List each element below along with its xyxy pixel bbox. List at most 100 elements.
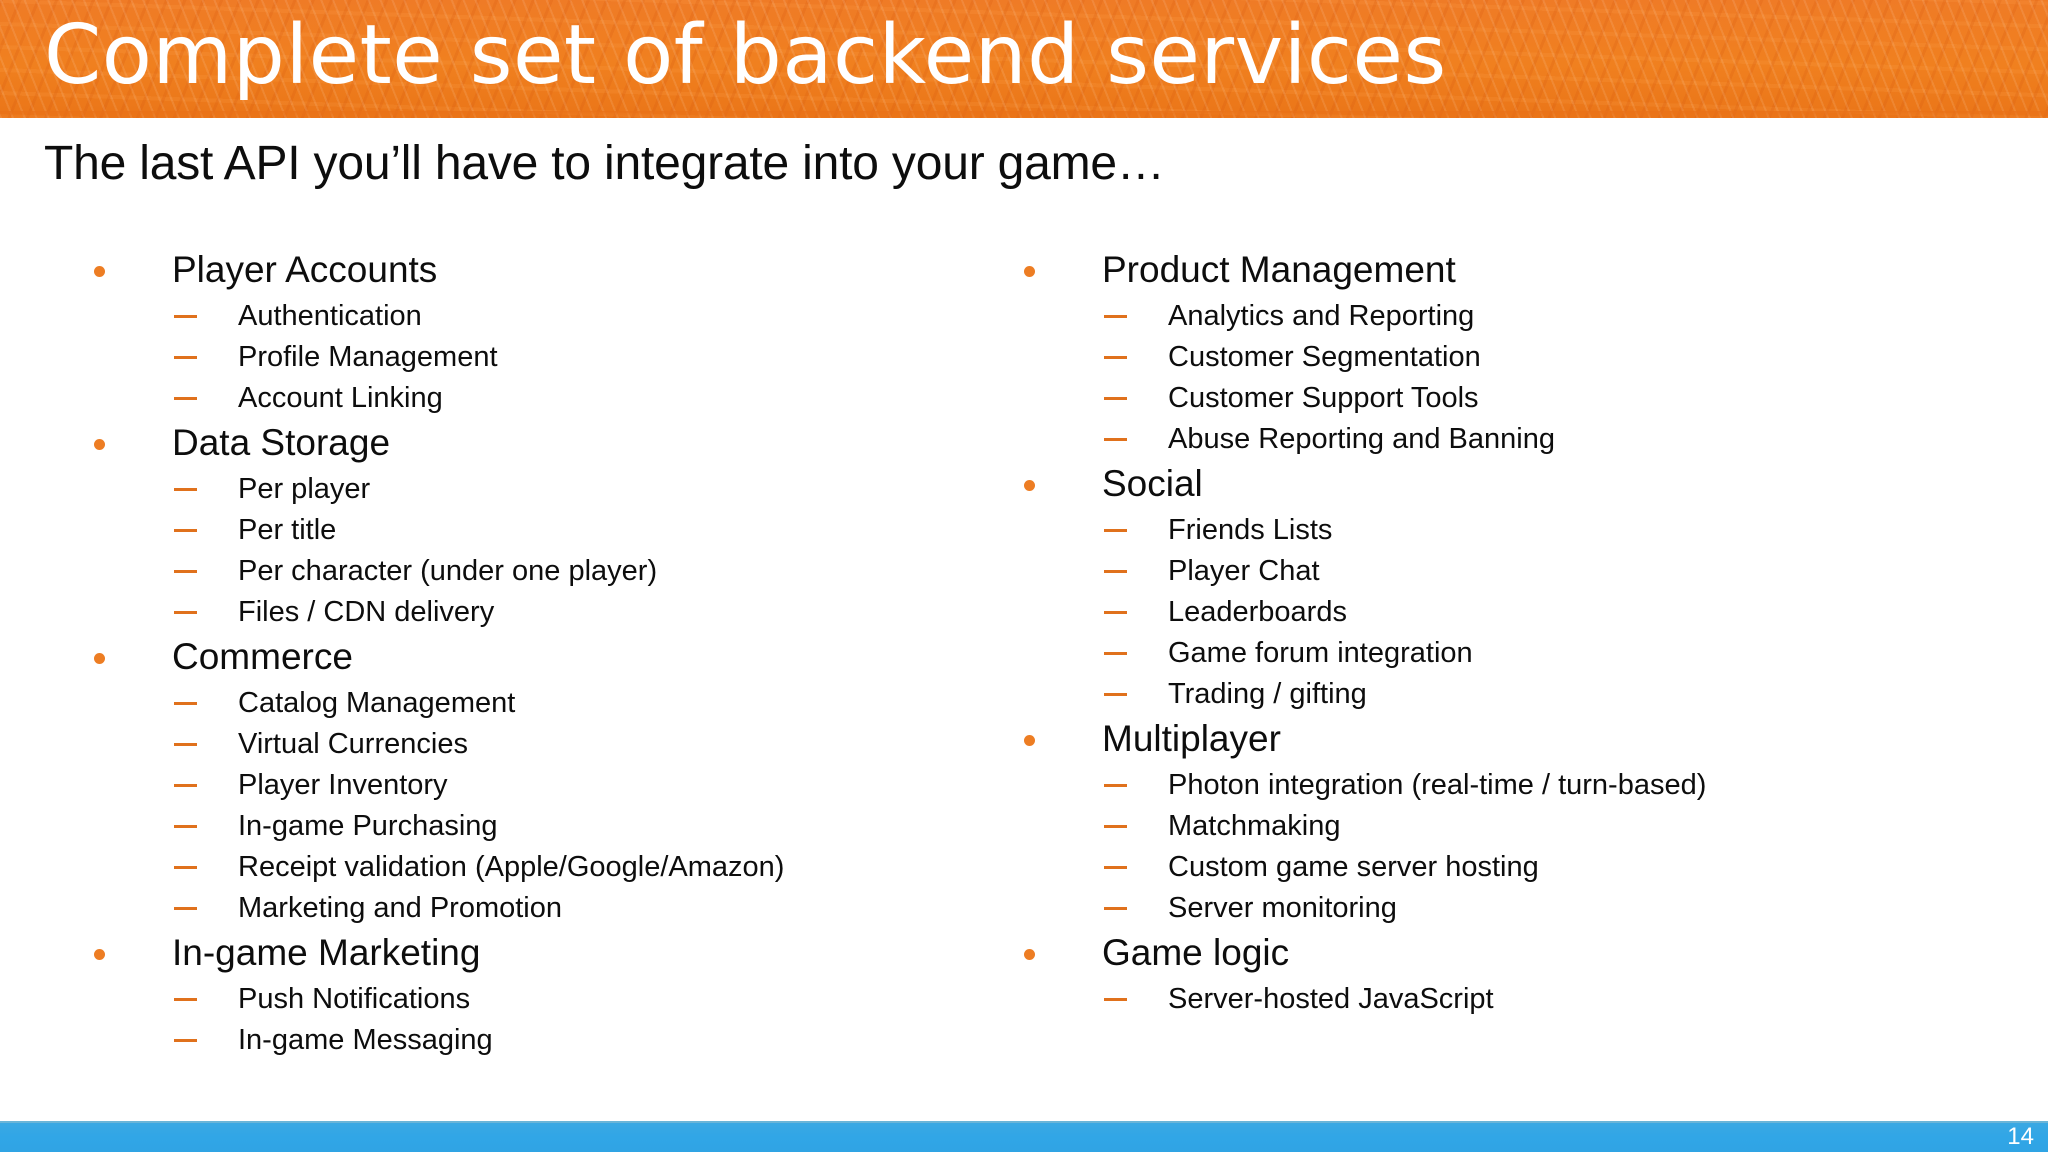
bullet-level2: Files / CDN delivery — [82, 592, 1002, 633]
bullet-dash-icon — [1104, 356, 1127, 359]
bullet-level1: Multiplayer — [1012, 717, 1992, 761]
bullet-level1-label: Multiplayer — [1102, 718, 1281, 759]
bullet-level2: Player Chat — [1012, 551, 1992, 592]
bullet-level1: Commerce — [82, 635, 1002, 679]
bullet-dash-icon — [174, 998, 197, 1001]
bullet-dot-icon — [94, 653, 105, 664]
bullet-dash-icon — [174, 866, 197, 869]
slide-header-band: Complete set of backend services — [0, 0, 2048, 118]
bullet-level2: Analytics and Reporting — [1012, 296, 1992, 337]
bullet-dash-icon — [1104, 693, 1127, 696]
bullet-level2-label: Analytics and Reporting — [1168, 300, 1475, 332]
bullet-dash-icon — [174, 611, 197, 614]
bullet-dash-icon — [174, 1039, 197, 1042]
bullet-level1: In-game Marketing — [82, 931, 1002, 975]
bullet-level2-label: Push Notifications — [238, 983, 471, 1015]
bullet-level1: Game logic — [1012, 931, 1992, 975]
bullet-level2-label: Profile Management — [238, 341, 498, 373]
bullet-level2-label: Per title — [238, 514, 337, 546]
bullet-dash-icon — [174, 907, 197, 910]
bullet-level2: Marketing and Promotion — [82, 888, 1002, 929]
bullet-level2: Customer Segmentation — [1012, 337, 1992, 378]
bullet-level2: Friends Lists — [1012, 510, 1992, 551]
bullet-level1: Data Storage — [82, 421, 1002, 465]
bullet-level2: Profile Management — [82, 337, 1002, 378]
bullet-level2-label: Leaderboards — [1168, 596, 1347, 628]
bullet-dash-icon — [174, 397, 197, 400]
bullet-dash-icon — [1104, 866, 1127, 869]
bullet-level1-label: In-game Marketing — [172, 932, 481, 973]
slide-footer-bar — [0, 1121, 2048, 1152]
bullet-level2: Server-hosted JavaScript — [1012, 979, 1992, 1020]
bullet-level2: Player Inventory — [82, 765, 1002, 806]
bullet-level1: Social — [1012, 462, 1992, 506]
bullet-level2: Trading / gifting — [1012, 674, 1992, 715]
bullet-dot-icon — [1024, 949, 1035, 960]
bullet-level1-label: Data Storage — [172, 422, 391, 463]
bullet-level2-label: Server monitoring — [1168, 892, 1397, 924]
bullet-dash-icon — [174, 743, 197, 746]
bullet-level2: Virtual Currencies — [82, 724, 1002, 765]
bullet-level1: Player Accounts — [82, 248, 1002, 292]
bullet-level2-label: Per character (under one player) — [238, 555, 658, 587]
bullet-level2-label: Customer Segmentation — [1168, 341, 1481, 373]
bullet-level2-label: Player Inventory — [238, 769, 448, 801]
bullet-level2-label: Trading / gifting — [1168, 678, 1367, 710]
bullet-level2-label: Account Linking — [238, 382, 443, 414]
bullet-level2-label: Abuse Reporting and Banning — [1168, 423, 1555, 455]
bullet-dot-icon — [1024, 735, 1035, 746]
bullet-level2-label: Authentication — [238, 300, 422, 332]
bullet-dash-icon — [174, 315, 197, 318]
bullet-level2: In-game Messaging — [82, 1020, 1002, 1061]
bullet-level2: Authentication — [82, 296, 1002, 337]
bullet-dash-icon — [1104, 784, 1127, 787]
bullet-dash-icon — [1104, 315, 1127, 318]
bullet-level2-label: In-game Purchasing — [238, 810, 498, 842]
bullet-dash-icon — [174, 570, 197, 573]
bullet-level2-label: In-game Messaging — [238, 1024, 493, 1056]
bullet-level2-label: Player Chat — [1168, 555, 1320, 587]
bullet-dash-icon — [1104, 397, 1127, 400]
bullet-level2-label: Virtual Currencies — [238, 728, 468, 760]
bullet-level1: Product Management — [1012, 248, 1992, 292]
bullet-dot-icon — [94, 439, 105, 450]
bullet-dash-icon — [1104, 998, 1127, 1001]
bullet-level2: In-game Purchasing — [82, 806, 1002, 847]
bullet-level2: Per player — [82, 469, 1002, 510]
bullet-dot-icon — [1024, 480, 1035, 491]
bullet-level2: Catalog Management — [82, 683, 1002, 724]
bullet-dot-icon — [1024, 266, 1035, 277]
slide-number: 14 — [2007, 1123, 2034, 1150]
bullet-level2: Receipt validation (Apple/Google/Amazon) — [82, 847, 1002, 888]
bullet-level2-label: Server-hosted JavaScript — [1168, 983, 1494, 1015]
bullet-dot-icon — [94, 266, 105, 277]
bullet-level2-label: Friends Lists — [1168, 514, 1333, 546]
bullet-dash-icon — [174, 488, 197, 491]
bullet-level2-label: Matchmaking — [1168, 810, 1341, 842]
bullet-dash-icon — [1104, 529, 1127, 532]
bullet-dash-icon — [174, 784, 197, 787]
bullet-level2-label: Catalog Management — [238, 687, 516, 719]
bullet-dash-icon — [174, 529, 197, 532]
bullet-dash-icon — [1104, 611, 1127, 614]
bullet-level1-label: Player Accounts — [172, 249, 438, 290]
bullet-dash-icon — [174, 356, 197, 359]
bullet-dash-icon — [1104, 907, 1127, 910]
bullet-level2-label: Files / CDN delivery — [238, 596, 495, 628]
bullet-level2: Customer Support Tools — [1012, 378, 1992, 419]
bullet-level2-label: Custom game server hosting — [1168, 851, 1539, 883]
bullet-level1-label: Commerce — [172, 636, 353, 677]
bullet-level2: Leaderboards — [1012, 592, 1992, 633]
bullet-level2: Abuse Reporting and Banning — [1012, 419, 1992, 460]
bullet-level2: Game forum integration — [1012, 633, 1992, 674]
bullet-level2: Photon integration (real-time / turn-bas… — [1012, 765, 1992, 806]
